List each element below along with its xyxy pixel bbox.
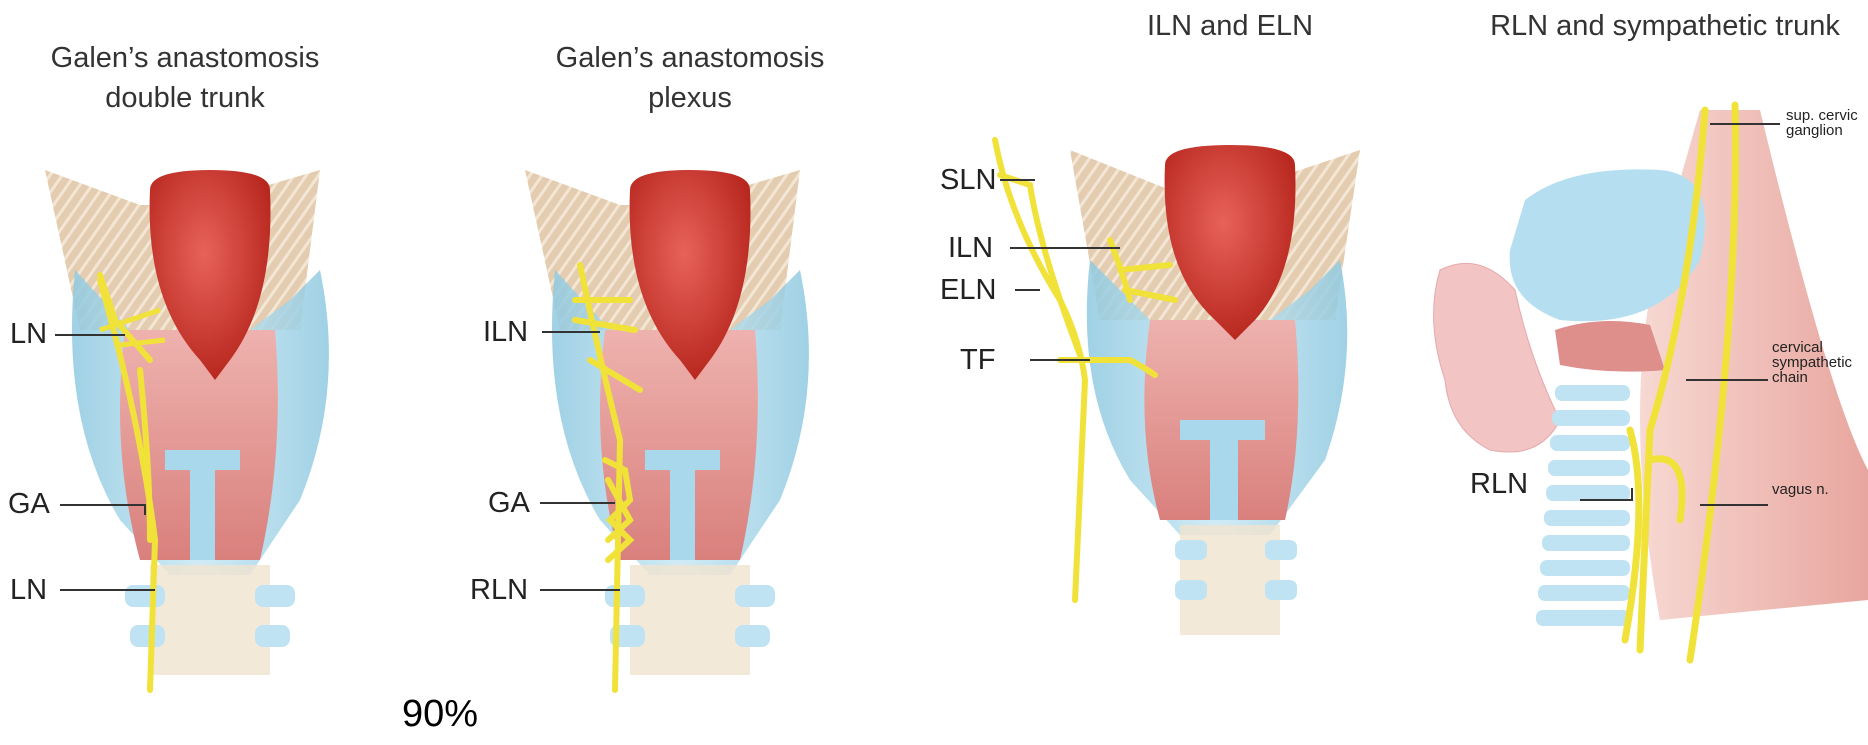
label-rln: RLN [1470, 468, 1528, 500]
cricoid-muscle [1555, 321, 1665, 372]
trachea [150, 565, 270, 675]
label-ln-top: LN [10, 318, 47, 350]
label-sln: SLN [940, 164, 996, 196]
label-cervical-line3: chain [1772, 370, 1852, 385]
percentage-caption: 90% [402, 693, 478, 736]
label-sup-cervical-ganglion: sup. cervic ganglion [1786, 108, 1858, 138]
label-ga: GA [488, 487, 530, 519]
trachea [630, 565, 750, 675]
panel-1-title-line2: double trunk [35, 78, 335, 118]
larynx-panel-2 [525, 170, 809, 690]
label-cervical-line2: sympathetic [1772, 355, 1852, 370]
label-iln: ILN [483, 316, 528, 348]
panel-4-title: RLN and sympathetic trunk [1470, 6, 1860, 46]
panel-2-title-line1: Galen’s anastomosis [540, 38, 840, 78]
label-eln: ELN [940, 274, 996, 306]
panel-2-title: Galen’s anastomosis plexus [540, 38, 840, 118]
label-ga: GA [8, 488, 50, 520]
panel-2-title-line2: plexus [540, 78, 840, 118]
panel-3-title: ILN and ELN [1100, 6, 1360, 46]
label-sup-cervical-line1: sup. cervic [1786, 108, 1858, 123]
panel-1-title: Galen’s anastomosis double trunk [35, 38, 335, 118]
larynx-panel-1 [45, 170, 329, 690]
label-rln: RLN [470, 574, 528, 606]
larynx-panel-3 [995, 140, 1360, 635]
panel-1-title-line1: Galen’s anastomosis [35, 38, 335, 78]
label-ln-bottom: LN [10, 574, 47, 606]
label-cervical-sympathetic-chain: cervical sympathetic chain [1772, 340, 1852, 385]
label-iln: ILN [948, 232, 993, 264]
label-vagus-nerve: vagus n. [1772, 482, 1829, 497]
label-sup-cervical-line2: ganglion [1786, 123, 1858, 138]
label-cervical-line1: cervical [1772, 340, 1852, 355]
label-tf: TF [960, 344, 995, 376]
